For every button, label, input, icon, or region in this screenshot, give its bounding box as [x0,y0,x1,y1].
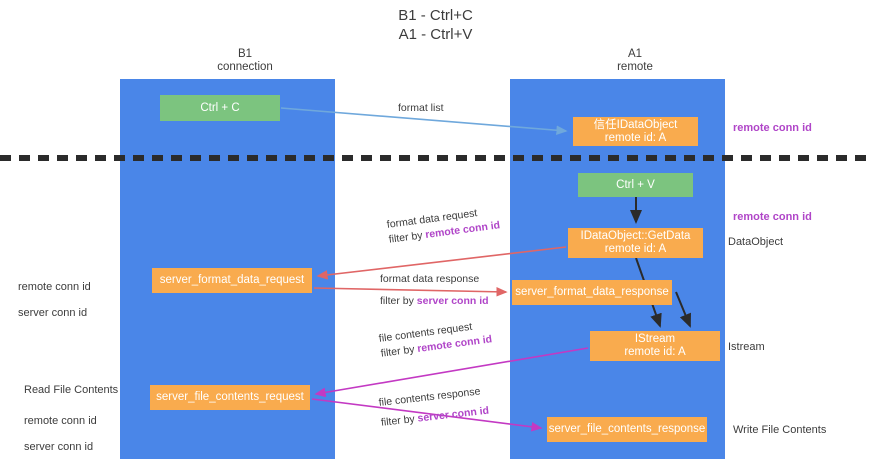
annotation-istream: Istream [728,341,765,353]
node-server-file-contents-response[interactable]: server_file_contents_response [547,417,707,442]
annotation-dataobject: DataObject [728,236,784,248]
column-header-a1: A1 remote [617,48,653,73]
edge-label-format-list: format list [398,102,444,114]
annotation-left-conn-ids-lower: remote conn id server conn id [24,402,97,467]
column-header-b1: B1 connection [217,48,273,73]
node-ctrl-c[interactable]: Ctrl + C [160,95,280,121]
filter-prefix: filter by [380,412,419,429]
annotation-left-conn-ids-upper: remote conn id server conn id [18,268,91,333]
filter-prefix: filter by [388,229,427,246]
node-ctrl-v[interactable]: Ctrl + V [578,173,693,197]
node-server-format-data-response[interactable]: server_format_data_response [512,280,672,305]
filter-key: server conn id [416,295,489,307]
filter-key: server conn id [416,404,490,425]
edge-label-format-data-response-filter: filter by server conn id [380,294,489,309]
annotation-left-lower-remote-conn-id: remote conn id [24,415,97,427]
node-server-file-contents-request[interactable]: server_file_contents_request [150,385,310,410]
edge-label-format-data-response-title: format data response [380,273,480,285]
annotation-left-lower-server-conn-id: server conn id [24,441,94,453]
node-format-list-dataobject[interactable]: 信任IDataObject remote id: A [573,117,698,146]
node-idataobject-getdata[interactable]: IDataObject::GetData remote id: A [568,228,703,258]
annotation-remote-conn-id-mid: remote conn id [733,211,812,223]
annotation-left-remote-conn-id: remote conn id [18,281,91,293]
annotation-remote-conn-id-top: remote conn id [733,122,812,134]
node-istream[interactable]: IStream remote id: A [590,331,720,361]
node-server-format-data-request[interactable]: server_format_data_request [152,268,312,293]
filter-prefix: filter by [380,295,417,307]
edge-label-format-data-request: format data request filter by remote con… [386,203,501,247]
edge-label-format-data-response: format data response filter by server co… [380,272,489,309]
edge-label-file-contents-response: file contents response filter by server … [378,384,490,431]
annotation-left-server-conn-id: server conn id [18,307,88,319]
edge-label-file-contents-request: file contents request filter by remote c… [378,317,493,361]
annotation-read-file-contents: Read File Contents [24,384,119,396]
annotation-write-file-contents: Write File Contents [733,424,827,436]
filter-prefix: filter by [380,343,419,360]
page-title: B1 - Ctrl+C A1 - Ctrl+V [398,7,473,43]
phase-divider [0,155,871,161]
